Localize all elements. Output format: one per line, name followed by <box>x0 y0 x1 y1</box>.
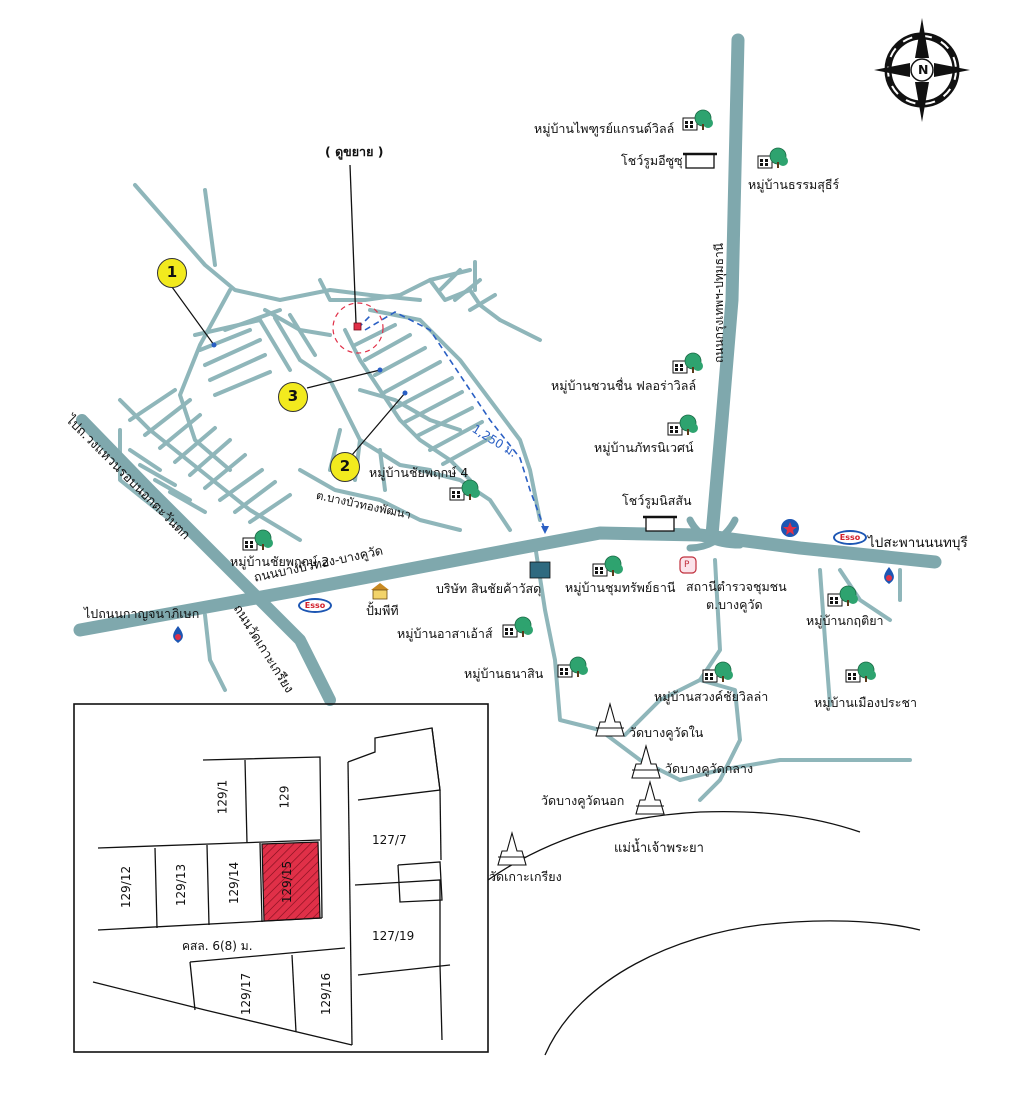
road-label-bangkok-pathum: ถนนกรุงเทพฯ-ปทุมธานี <box>712 243 726 363</box>
parking-badge: P <box>684 560 690 570</box>
village-icon <box>845 661 876 683</box>
label-wat-ko-kriang: วัดเกาะเกรียง <box>489 869 562 884</box>
plot-127-7: 127/7 <box>372 833 407 847</box>
label-phaithun: หมู่บ้านไพฑูรย์แกรนด์วิลล์ <box>534 121 675 136</box>
village-icon <box>449 479 480 501</box>
esso-badge-east: Esso <box>833 530 867 545</box>
compass <box>874 18 970 122</box>
site-marker <box>332 164 384 354</box>
label-kritiya: หมู่บ้านกฤติยา <box>806 613 884 628</box>
label-chaiyaphruek4: หมู่บ้านชัยพฤกษ์ 4 <box>369 465 469 480</box>
fuel-icons <box>173 519 894 643</box>
label-police: สถานีตำรวจชุมชน <box>686 579 787 594</box>
village-icon <box>672 352 703 374</box>
road-label-nonthaburi-bridge: ไปสะพานนนทบุรี <box>868 535 968 551</box>
village-icon <box>702 661 733 683</box>
plot-129: 129 <box>277 785 292 809</box>
label-wat-nai: วัดบางคูวัดใน <box>629 725 704 740</box>
facility-icons <box>371 556 697 600</box>
place-icons <box>242 109 876 683</box>
esso-badge-west: Esso <box>298 598 332 613</box>
inset-lane-label: คสล. 6(8) ม. <box>182 939 253 953</box>
label-police-tambon: ต.บางคูวัด <box>706 597 763 612</box>
label-thanasin: หมู่บ้านธนาสิน <box>464 666 544 681</box>
label-chuanchuen: หมู่บ้านชวนชื่น ฟลอร่าวิลล์ <box>551 378 697 393</box>
showroom-icons <box>643 152 717 532</box>
marker-leaders <box>171 286 406 456</box>
village-icon <box>667 414 698 436</box>
label-pump: ปั้มพีที <box>366 603 399 618</box>
plot-129-15: 129/15 <box>280 860 295 904</box>
label-river: แม่น้ำเจ้าพระยา <box>614 841 704 856</box>
label-phatthara: หมู่บ้านภัทรนิเวศน์ <box>594 440 694 455</box>
plot-129-13: 129/13 <box>174 863 189 907</box>
inset-plot-lines <box>92 727 451 1046</box>
village-icon <box>557 656 588 678</box>
compass-north-label: N <box>918 62 929 77</box>
road-label-kanchanaphisek: ไปถนนกาญจนาภิเษก <box>84 606 200 621</box>
marker-1: 1 <box>157 258 187 288</box>
minor-roads <box>118 183 912 802</box>
village-icon <box>242 529 273 551</box>
river-banks <box>487 810 921 1056</box>
plot-129-17: 129/17 <box>239 972 254 1016</box>
label-isuzu: โชว์รูมอีซูซุ <box>621 153 683 168</box>
plot-129-1: 129/1 <box>215 779 230 815</box>
plot-129-14: 129/14 <box>227 861 242 905</box>
label-songchai: หมู่บ้านสวงค์ชัยวิลล่า <box>654 689 769 704</box>
label-sinchai: บริษัท สินชัยค้าวัสดุ <box>436 581 542 596</box>
temple-icons <box>497 701 665 866</box>
label-wat-nok: วัดบางคูวัดนอก <box>541 793 625 808</box>
label-nissan: โชว์รูมนิสสัน <box>622 493 692 508</box>
label-asa: หมู่บ้านอาสาเอ้าส์ <box>397 626 493 641</box>
village-icon <box>502 616 533 638</box>
label-muangpracha: หมู่บ้านเมืองประชา <box>814 695 917 710</box>
marker-3: 3 <box>278 382 308 412</box>
main-roads <box>73 33 942 706</box>
marker-2: 2 <box>330 452 360 482</box>
plot-129-12: 129/12 <box>119 865 134 909</box>
label-chumsap: หมู่บ้านชุมทรัพย์ธานี <box>565 580 676 595</box>
village-icon <box>592 555 623 577</box>
label-thammasut: หมู่บ้านธรรมสุธีร์ <box>748 177 840 192</box>
zoom-label: ( ดูขยาย ) <box>325 144 384 159</box>
plot-129-16: 129/16 <box>319 972 334 1016</box>
label-chaiyaphruek2: หมู่บ้านชัยพฤกษ์ 2 <box>230 554 330 569</box>
plot-129-15-highlight <box>261 841 321 922</box>
label-wat-klang: วัดบางคูวัดกลาง <box>665 761 754 776</box>
village-icon <box>827 585 858 607</box>
inset-frame <box>73 703 489 1053</box>
plot-127-19: 127/19 <box>372 929 415 943</box>
village-icon <box>682 109 713 131</box>
village-icon <box>757 147 788 169</box>
